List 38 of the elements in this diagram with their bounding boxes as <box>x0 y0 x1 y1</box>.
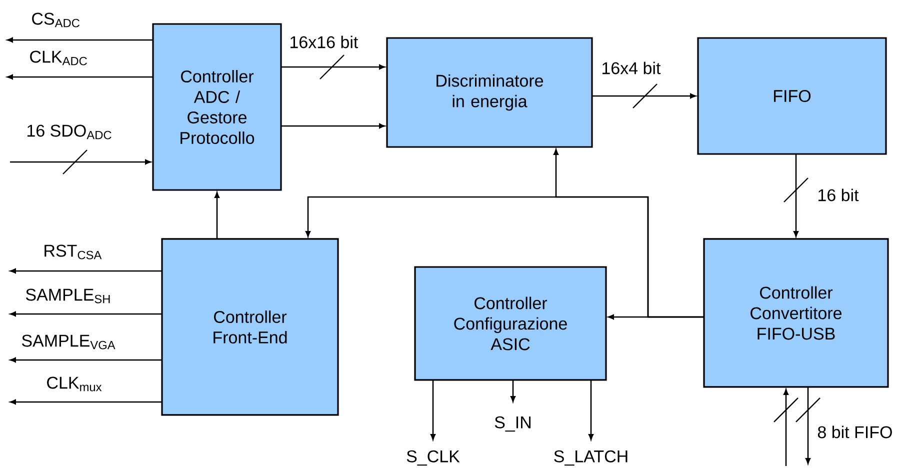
signal-label: CLK$_{mux}$ <box>47 376 102 392</box>
arrow <box>805 386 811 464</box>
signal-label: 16 bit <box>818 188 859 202</box>
signal-label: SAMPLE$_{SH}$ <box>26 288 110 304</box>
signal-label: S_IN <box>494 416 530 432</box>
bus-label: 8 bit FIFO <box>818 426 892 438</box>
block-box: FIFO <box>697 37 887 155</box>
signal-label: SAMPLE$_{VGA}$ <box>22 334 116 350</box>
signal-label: CLK$_{ADC}$ <box>30 50 87 66</box>
arrow <box>10 159 151 164</box>
arrow <box>281 64 385 70</box>
arrow <box>281 123 385 128</box>
arrow <box>214 192 220 239</box>
block-box: Controller ADC / Gestore Protocollo <box>152 23 282 191</box>
arrow <box>7 37 153 42</box>
arrow <box>592 93 696 98</box>
signal-label: 16x4 bit <box>602 62 661 74</box>
arrow <box>430 380 436 440</box>
arrow <box>7 74 153 80</box>
signal-label: CS$_{ADC}$ <box>32 12 80 28</box>
block-box: Discriminatore in energia <box>386 37 593 148</box>
arrow <box>10 399 162 404</box>
block-box: Controller Configurazione ASIC <box>414 266 607 381</box>
block-box: Controller Front-End <box>161 238 339 416</box>
signal-label: S_CLK <box>406 450 460 466</box>
arrow <box>510 380 516 402</box>
signal-label: S_LATCH <box>554 450 628 466</box>
arrow <box>783 389 789 466</box>
arrow <box>588 380 594 440</box>
arrow <box>10 268 162 274</box>
arrow <box>306 196 704 318</box>
signal-label: 16x16 bit <box>290 36 358 48</box>
arrow <box>793 154 799 237</box>
block-box: Controller Convertitore FIFO-USB <box>703 238 889 388</box>
arrow <box>10 357 162 362</box>
arrow <box>10 311 162 316</box>
signal-label: 16 SDO$_{ADC}$ <box>28 124 112 140</box>
signal-label: RST$_{CSA}$ <box>44 244 102 260</box>
